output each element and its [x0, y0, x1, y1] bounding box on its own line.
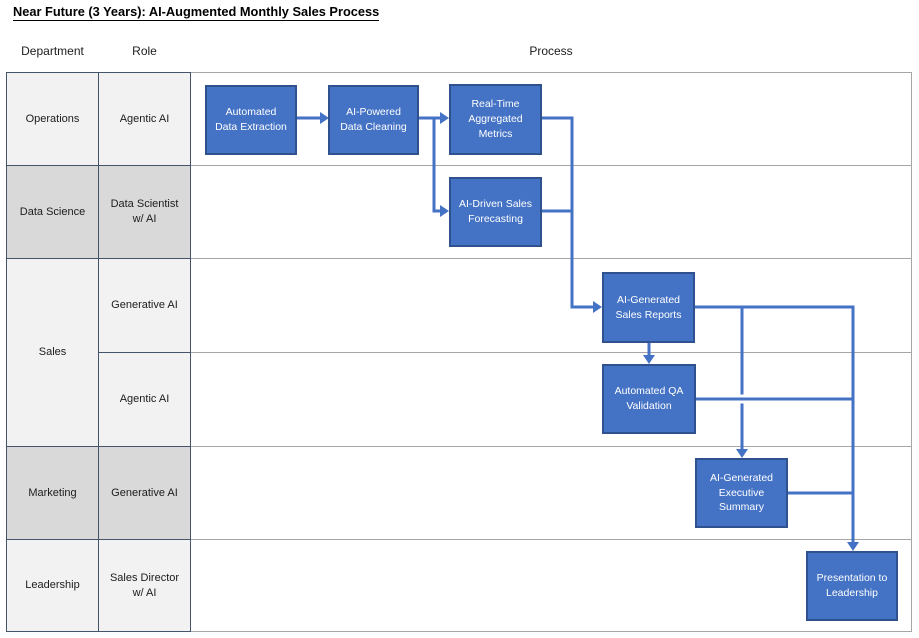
node-ai-powered-data-cleaning: AI-Powered Data Cleaning — [328, 85, 419, 155]
process-lane-leadership — [190, 539, 912, 632]
role-cell-agentic-ai-sales: Agentic AI — [98, 352, 191, 447]
diagram-title: Near Future (3 Years): AI-Augmented Mont… — [13, 4, 380, 21]
process-lane-operations — [190, 72, 912, 166]
department-cell-leadership: Leadership — [6, 539, 99, 632]
node-automated-data-extraction: Automated Data Extraction — [205, 85, 297, 155]
role-cell-data-scientist: Data Scientist w/ AI — [98, 165, 191, 259]
process-lane-marketing — [190, 446, 912, 540]
role-cell-agentic-ai-operations: Agentic AI — [98, 72, 191, 166]
department-cell-data-science: Data Science — [6, 165, 99, 259]
role-cell-sales-director: Sales Director w/ AI — [98, 539, 191, 632]
node-ai-generated-executive-summary: AI-Generated Executive Summary — [695, 458, 788, 528]
department-cell-operations: Operations — [6, 72, 99, 166]
node-ai-generated-sales-reports: AI-Generated Sales Reports — [602, 272, 695, 343]
department-cell-marketing: Marketing — [6, 446, 99, 540]
role-cell-generative-ai-sales: Generative AI — [98, 258, 191, 353]
process-lane-sales-generative — [190, 258, 912, 353]
process-lane-data-science — [190, 165, 912, 259]
department-cell-sales: Sales — [6, 258, 99, 447]
column-header-process: Process — [529, 44, 573, 58]
column-header-role: Role — [132, 44, 157, 58]
node-real-time-aggregated-metrics: Real-Time Aggregated Metrics — [449, 84, 542, 155]
node-ai-driven-sales-forecasting: AI-Driven Sales Forecasting — [449, 177, 542, 247]
process-lane-sales-agentic — [190, 352, 912, 447]
role-cell-generative-ai-marketing: Generative AI — [98, 446, 191, 540]
column-header-department: Department — [21, 44, 84, 58]
node-presentation-to-leadership: Presentation to Leadership — [806, 551, 898, 621]
node-automated-qa-validation: Automated QA Validation — [602, 364, 696, 434]
